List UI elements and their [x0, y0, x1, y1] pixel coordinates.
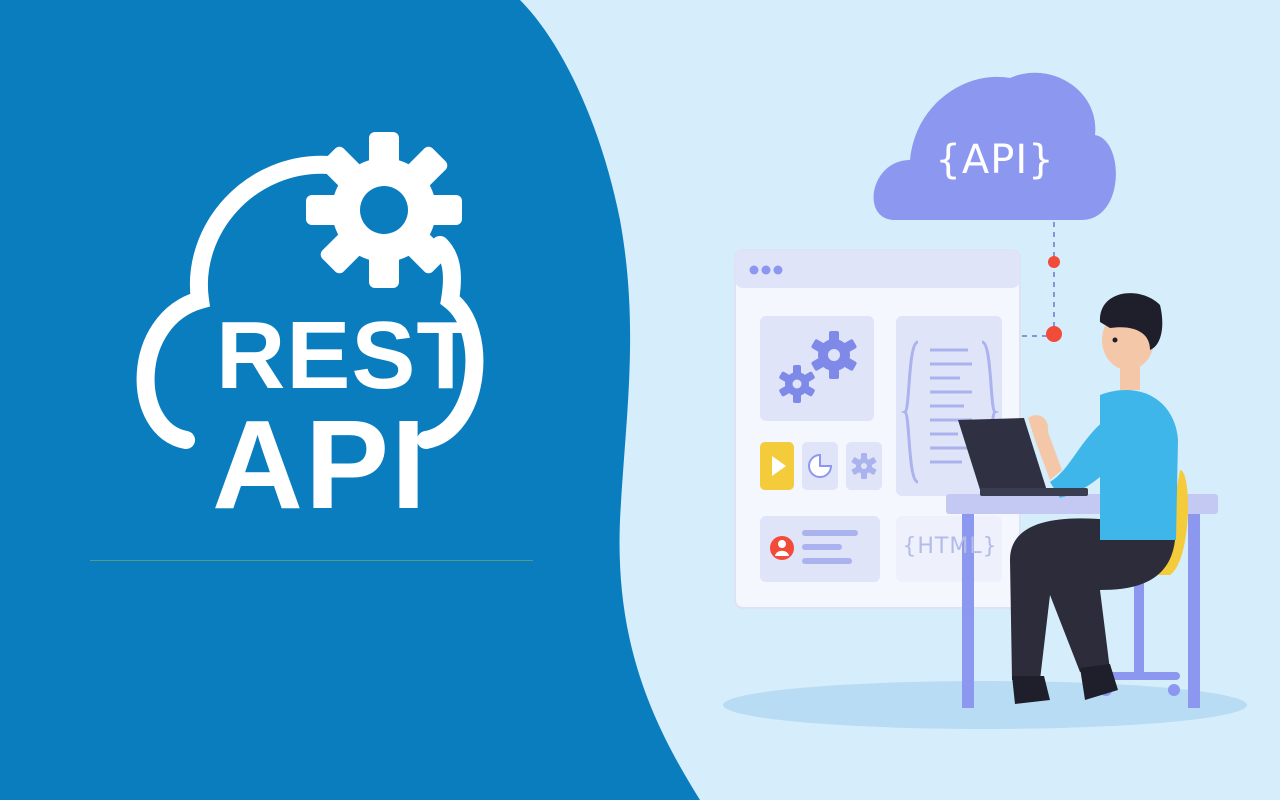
browser-window-icon: [734, 249, 1021, 609]
api-cloud-icon: [873, 72, 1116, 221]
api-title: API: [212, 394, 429, 535]
floor-shadow: [723, 681, 1247, 729]
small-gear-icon: [779, 365, 815, 403]
html-tag-label: {HTML}: [902, 534, 998, 559]
cloud-outline-icon: [136, 155, 484, 449]
laptop-icon: [958, 418, 1088, 496]
left-blue-panel: [0, 0, 700, 800]
divider-line: [90, 560, 533, 561]
api-cloud-label: {API}: [935, 137, 1055, 183]
rest-title: REST: [216, 302, 477, 409]
connector-line: [1022, 222, 1062, 342]
small-gear-icon: [811, 331, 857, 379]
person-illustration: [1010, 293, 1178, 704]
gear-icon: [306, 132, 462, 288]
